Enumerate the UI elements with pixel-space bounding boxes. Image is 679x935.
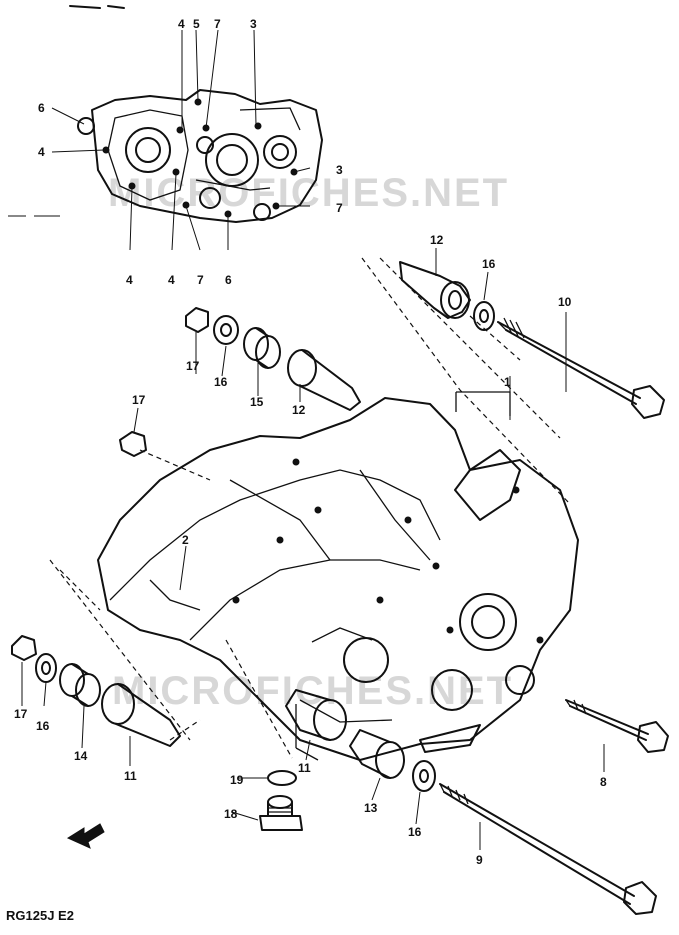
- callout-2: 2: [182, 533, 189, 547]
- bolt-10: [497, 317, 665, 419]
- dowel-11-left: [101, 683, 181, 747]
- callout-inset-4c: 4: [126, 273, 133, 287]
- inset-crankcase: [51, 29, 323, 251]
- dowel-13: [349, 729, 405, 779]
- callout-10: 10: [558, 295, 572, 309]
- callout-inset-7a: 7: [214, 17, 221, 31]
- callout-inset-4a: 4: [178, 17, 185, 31]
- callout-8: 8: [600, 775, 607, 789]
- callout-12-mid: 12: [292, 403, 306, 417]
- callout-17-a: 17: [186, 359, 200, 373]
- dowel-12-upper: [399, 261, 471, 319]
- callout-12-upper: 12: [430, 233, 444, 247]
- callout-1: 1: [504, 375, 511, 389]
- callout-inset-7c: 7: [197, 273, 204, 287]
- header-fragment: [69, 5, 125, 9]
- nut-17-left: [119, 431, 147, 457]
- nut-17-upper: [185, 307, 209, 333]
- front-arrow-icon: [66, 823, 105, 849]
- bushing-14: [59, 663, 101, 707]
- callout-inset-6a: 6: [38, 101, 45, 115]
- dowel-11-right: [285, 689, 347, 741]
- callout-9: 9: [476, 853, 483, 867]
- callout-11-left: 11: [124, 769, 137, 783]
- crankcase-assembly: [97, 397, 579, 761]
- callout-19: 19: [230, 773, 244, 787]
- callout-inset-3a: 3: [250, 17, 257, 31]
- bolt-8: [565, 699, 669, 753]
- dowel-12-mid: [287, 349, 361, 411]
- model-code: RG125J E2: [6, 908, 74, 923]
- nut-17-lower: [11, 635, 37, 661]
- callout-14: 14: [74, 749, 88, 763]
- callout-17-c: 17: [14, 707, 28, 721]
- callout-16-a: 16: [214, 375, 228, 389]
- callout-18: 18: [224, 807, 238, 821]
- washer-16-upper: [473, 301, 495, 331]
- callout-16-upper: 16: [482, 257, 496, 271]
- callout-17-b: 17: [132, 393, 146, 407]
- bushing-15: [243, 327, 281, 369]
- callout-inset-3b: 3: [336, 163, 343, 177]
- washer-16-lower-right: [412, 760, 436, 792]
- callout-13: 13: [364, 801, 378, 815]
- callout-inset-4b: 4: [38, 145, 45, 159]
- callout-inset-7b: 7: [336, 201, 343, 215]
- callout-inset-6b: 6: [225, 273, 232, 287]
- callout-11-right: 11: [298, 761, 311, 775]
- callout-16-c: 16: [408, 825, 422, 839]
- washer-16-mid: [213, 315, 239, 345]
- bolt-9: [439, 783, 657, 915]
- callout-15: 15: [250, 395, 264, 409]
- drain-plug-18: [259, 795, 303, 831]
- callout-inset-5: 5: [193, 17, 200, 31]
- callout-16-b: 16: [36, 719, 50, 733]
- callout-inset-4d: 4: [168, 273, 175, 287]
